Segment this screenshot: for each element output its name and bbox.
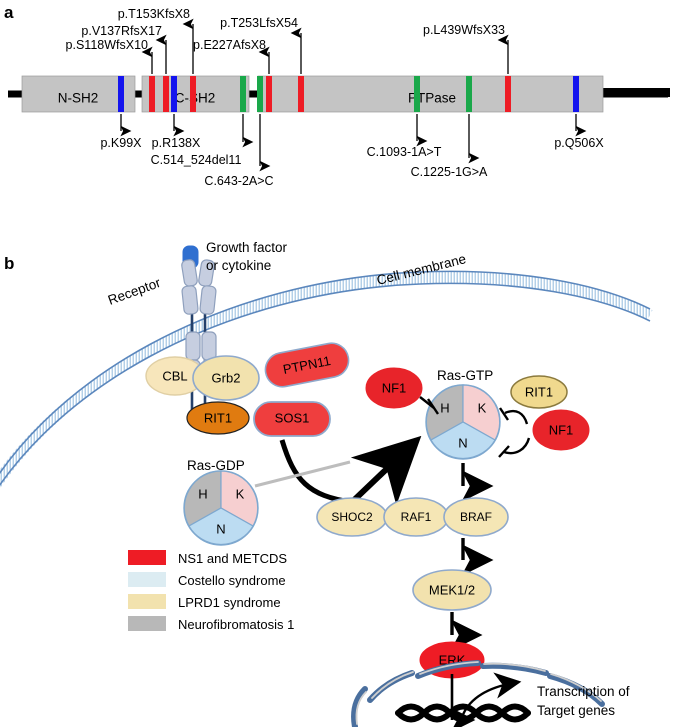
- nf1-right-group: NF1: [498, 407, 590, 458]
- growth-factor-label-line2: or cytokine: [206, 258, 271, 273]
- raf-complex: SHOC2 RAF1 BRAF: [316, 497, 509, 537]
- node-label-braf: BRAF: [460, 510, 492, 524]
- nuclear-envelope-highlight: [355, 661, 602, 725]
- panel-a-label: a: [4, 3, 14, 22]
- marker-red-e227: [266, 76, 272, 112]
- ras-gdp-seg-k: K: [236, 486, 245, 501]
- mutation-label-e227: p.E227AfsX8: [193, 38, 266, 52]
- node-label-rit1-left: RIT1: [204, 410, 232, 425]
- node-sos1: [253, 401, 331, 437]
- legend-swatch-lprd1: [128, 594, 166, 609]
- mutation-markers: [118, 76, 579, 112]
- ras-gdp-pie: Ras-GDP H K N: [183, 458, 259, 546]
- node-label-shoc2: SHOC2: [331, 510, 373, 524]
- domain-label-n-sh2: N-SH2: [58, 91, 99, 106]
- node-rit1-left: [186, 401, 250, 435]
- panel-a-protein-domain-diagram: a N-SH2 C-SH2 PTPase: [0, 0, 685, 210]
- receptor-label: Receptor: [106, 275, 163, 308]
- node-label-grb2: Grb2: [212, 370, 241, 385]
- marker-red-t153: [190, 76, 196, 112]
- marker-red-l439: [505, 76, 511, 112]
- ras-gtp-label: Ras-GTP: [437, 368, 493, 383]
- activation-arrow-to-ras-gtp: [349, 435, 422, 506]
- ras-gdp-label: Ras-GDP: [187, 458, 245, 473]
- mutation-label-514del11: C.514_524del11: [151, 153, 242, 167]
- ras-gtp-seg-n: N: [458, 435, 467, 450]
- mutation-label-643: C.643-2A>C: [204, 174, 273, 188]
- top-arrows: [141, 18, 509, 74]
- mutation-label-1093: C.1093-1A>T: [367, 145, 442, 159]
- node-label-nf1-right: NF1: [549, 422, 574, 437]
- marker-blue-k99x: [118, 76, 124, 112]
- legend-label-ns1: NS1 and METCDS: [178, 551, 287, 566]
- panel-b-svg: Receptor Cell membrane Growth factor or …: [0, 240, 653, 727]
- dna-helix: [395, 703, 531, 723]
- transcription-label-line2: Target genes: [537, 703, 615, 718]
- mutation-label-q506x: p.Q506X: [554, 136, 604, 150]
- bottom-arrows: [120, 114, 587, 172]
- node-label-sos1: SOS1: [275, 410, 310, 425]
- marker-green-1093: [414, 76, 420, 112]
- cell-membrane: [0, 270, 653, 489]
- ras-gdp-seg-n: N: [216, 521, 225, 536]
- mutation-label-t153: p.T153KfsX8: [118, 7, 190, 21]
- panel-a-svg: N-SH2 C-SH2 PTPase: [8, 7, 670, 188]
- node-nf1-right: [532, 409, 590, 451]
- mutation-label-s118: p.S118WfsX10: [66, 38, 149, 52]
- mutation-label-1225: C.1225-1G>A: [411, 165, 488, 179]
- marker-blue-q506x: [573, 76, 579, 112]
- ras-gtp-pie: Ras-GTP H K N: [425, 368, 501, 460]
- node-grb2: [192, 355, 260, 401]
- marker-blue-r138x: [171, 76, 177, 112]
- legend-swatch-costello: [128, 572, 166, 587]
- marker-green-643: [257, 76, 263, 112]
- ras-gdp-link: [254, 460, 351, 488]
- node-braf: [443, 497, 509, 537]
- marker-red-t253: [298, 76, 304, 112]
- marker-red-s118: [149, 76, 155, 112]
- transcription-label-line1: Transcription of: [537, 684, 630, 699]
- node-label-rit1-right: RIT1: [525, 384, 553, 399]
- marker-green-1225: [466, 76, 472, 112]
- node-label-cbl: CBL: [162, 368, 187, 383]
- transcription-arrow: [460, 672, 522, 718]
- legend-swatch-ns1: [128, 550, 166, 565]
- nf1-left-group: NF1: [365, 367, 439, 415]
- legend: NS1 and METCDS Costello syndrome LPRD1 s…: [128, 550, 294, 632]
- mutation-label-l439: p.L439WfsX33: [423, 23, 505, 37]
- growth-factor-label-line1: Growth factor: [206, 240, 288, 255]
- adaptor-complex: CBL PTPN11 Grb2 SOS1 RIT1: [145, 342, 350, 437]
- node-nf1-left: [365, 367, 423, 409]
- legend-swatch-nf1: [128, 616, 166, 631]
- rit1-right-group: RIT1: [510, 375, 568, 409]
- legend-label-nf1: Neurofibromatosis 1: [178, 617, 294, 632]
- panel-b-label: b: [4, 254, 15, 273]
- node-mek: [412, 569, 492, 611]
- ras-gtp-seg-h: H: [440, 400, 449, 415]
- marker-green-514del: [240, 76, 246, 112]
- ras-gdp-seg-h: H: [198, 486, 207, 501]
- ras-gtp-seg-k: K: [478, 400, 487, 415]
- legend-label-lprd1: LPRD1 syndrome: [178, 595, 281, 610]
- mutation-label-v137: p.V137RfsX17: [81, 24, 162, 38]
- node-label-mek: MEK1/2: [429, 582, 475, 597]
- mutation-label-r138x: p.R138X: [152, 136, 201, 150]
- panel-b-signaling-pathway: b Receptor Cell membrane: [0, 230, 685, 727]
- marker-red-v137: [163, 76, 169, 112]
- mek-group: MEK1/2: [412, 569, 492, 611]
- node-rit1-right: [510, 375, 568, 409]
- domain-blocks: [21, 75, 604, 113]
- legend-label-costello: Costello syndrome: [178, 573, 286, 588]
- node-label-raf1: RAF1: [401, 510, 432, 524]
- mutation-label-k99x: p.K99X: [100, 136, 142, 150]
- node-ptpn11: [264, 342, 350, 388]
- mutation-label-t253: p.T253LfsX54: [220, 16, 298, 30]
- node-label-nf1-left: NF1: [382, 380, 407, 395]
